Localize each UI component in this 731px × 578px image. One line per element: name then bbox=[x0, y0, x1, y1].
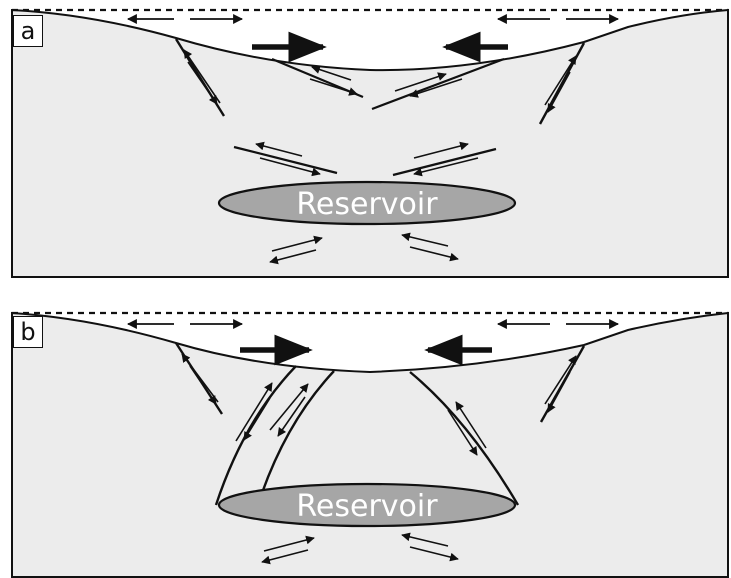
curved-fault-right bbox=[409, 371, 520, 506]
slip-arrows-above-right bbox=[413, 141, 479, 177]
slip-arrows-above-left bbox=[255, 141, 321, 177]
slip-arrows-curved-right bbox=[447, 401, 487, 456]
slip-arrows-curved-outer-left bbox=[235, 382, 273, 442]
reservoir-label: Reservoir bbox=[296, 187, 438, 222]
curved-fault-outer-left bbox=[214, 365, 297, 506]
fault-above-reservoir-right bbox=[392, 147, 497, 177]
slip-arrows-below-left bbox=[269, 235, 323, 265]
slip-arrows-flank-right bbox=[544, 55, 577, 113]
slip-arrows-flank-right bbox=[544, 355, 577, 413]
slip-arrows-shallow-left bbox=[309, 65, 358, 96]
slip-arrows-below-right bbox=[401, 532, 459, 562]
panel-label-b: b bbox=[13, 316, 43, 348]
slip-arrows-below-left bbox=[261, 535, 315, 565]
reservoir bbox=[217, 180, 517, 226]
ground-section bbox=[11, 311, 729, 578]
reservoir bbox=[217, 482, 517, 528]
slip-arrows-flank-left bbox=[181, 353, 219, 405]
curved-fault-inner-left bbox=[260, 370, 335, 494]
panel-b: Reservoir bbox=[11, 311, 729, 578]
panel-a: Reservoir bbox=[11, 8, 729, 278]
flank-fault-right bbox=[538, 42, 586, 125]
slip-arrows-flank-left bbox=[183, 49, 221, 105]
slip-arrows-shallow-right bbox=[394, 72, 463, 98]
slip-arrows-below-right bbox=[401, 232, 459, 262]
shallow-thrust-fault-right bbox=[371, 57, 505, 111]
reservoir-label: Reservoir bbox=[296, 489, 438, 524]
slip-arrows-curved-inner-left bbox=[269, 383, 309, 437]
ground-section bbox=[11, 8, 729, 278]
panel-label-a: a bbox=[13, 15, 43, 47]
